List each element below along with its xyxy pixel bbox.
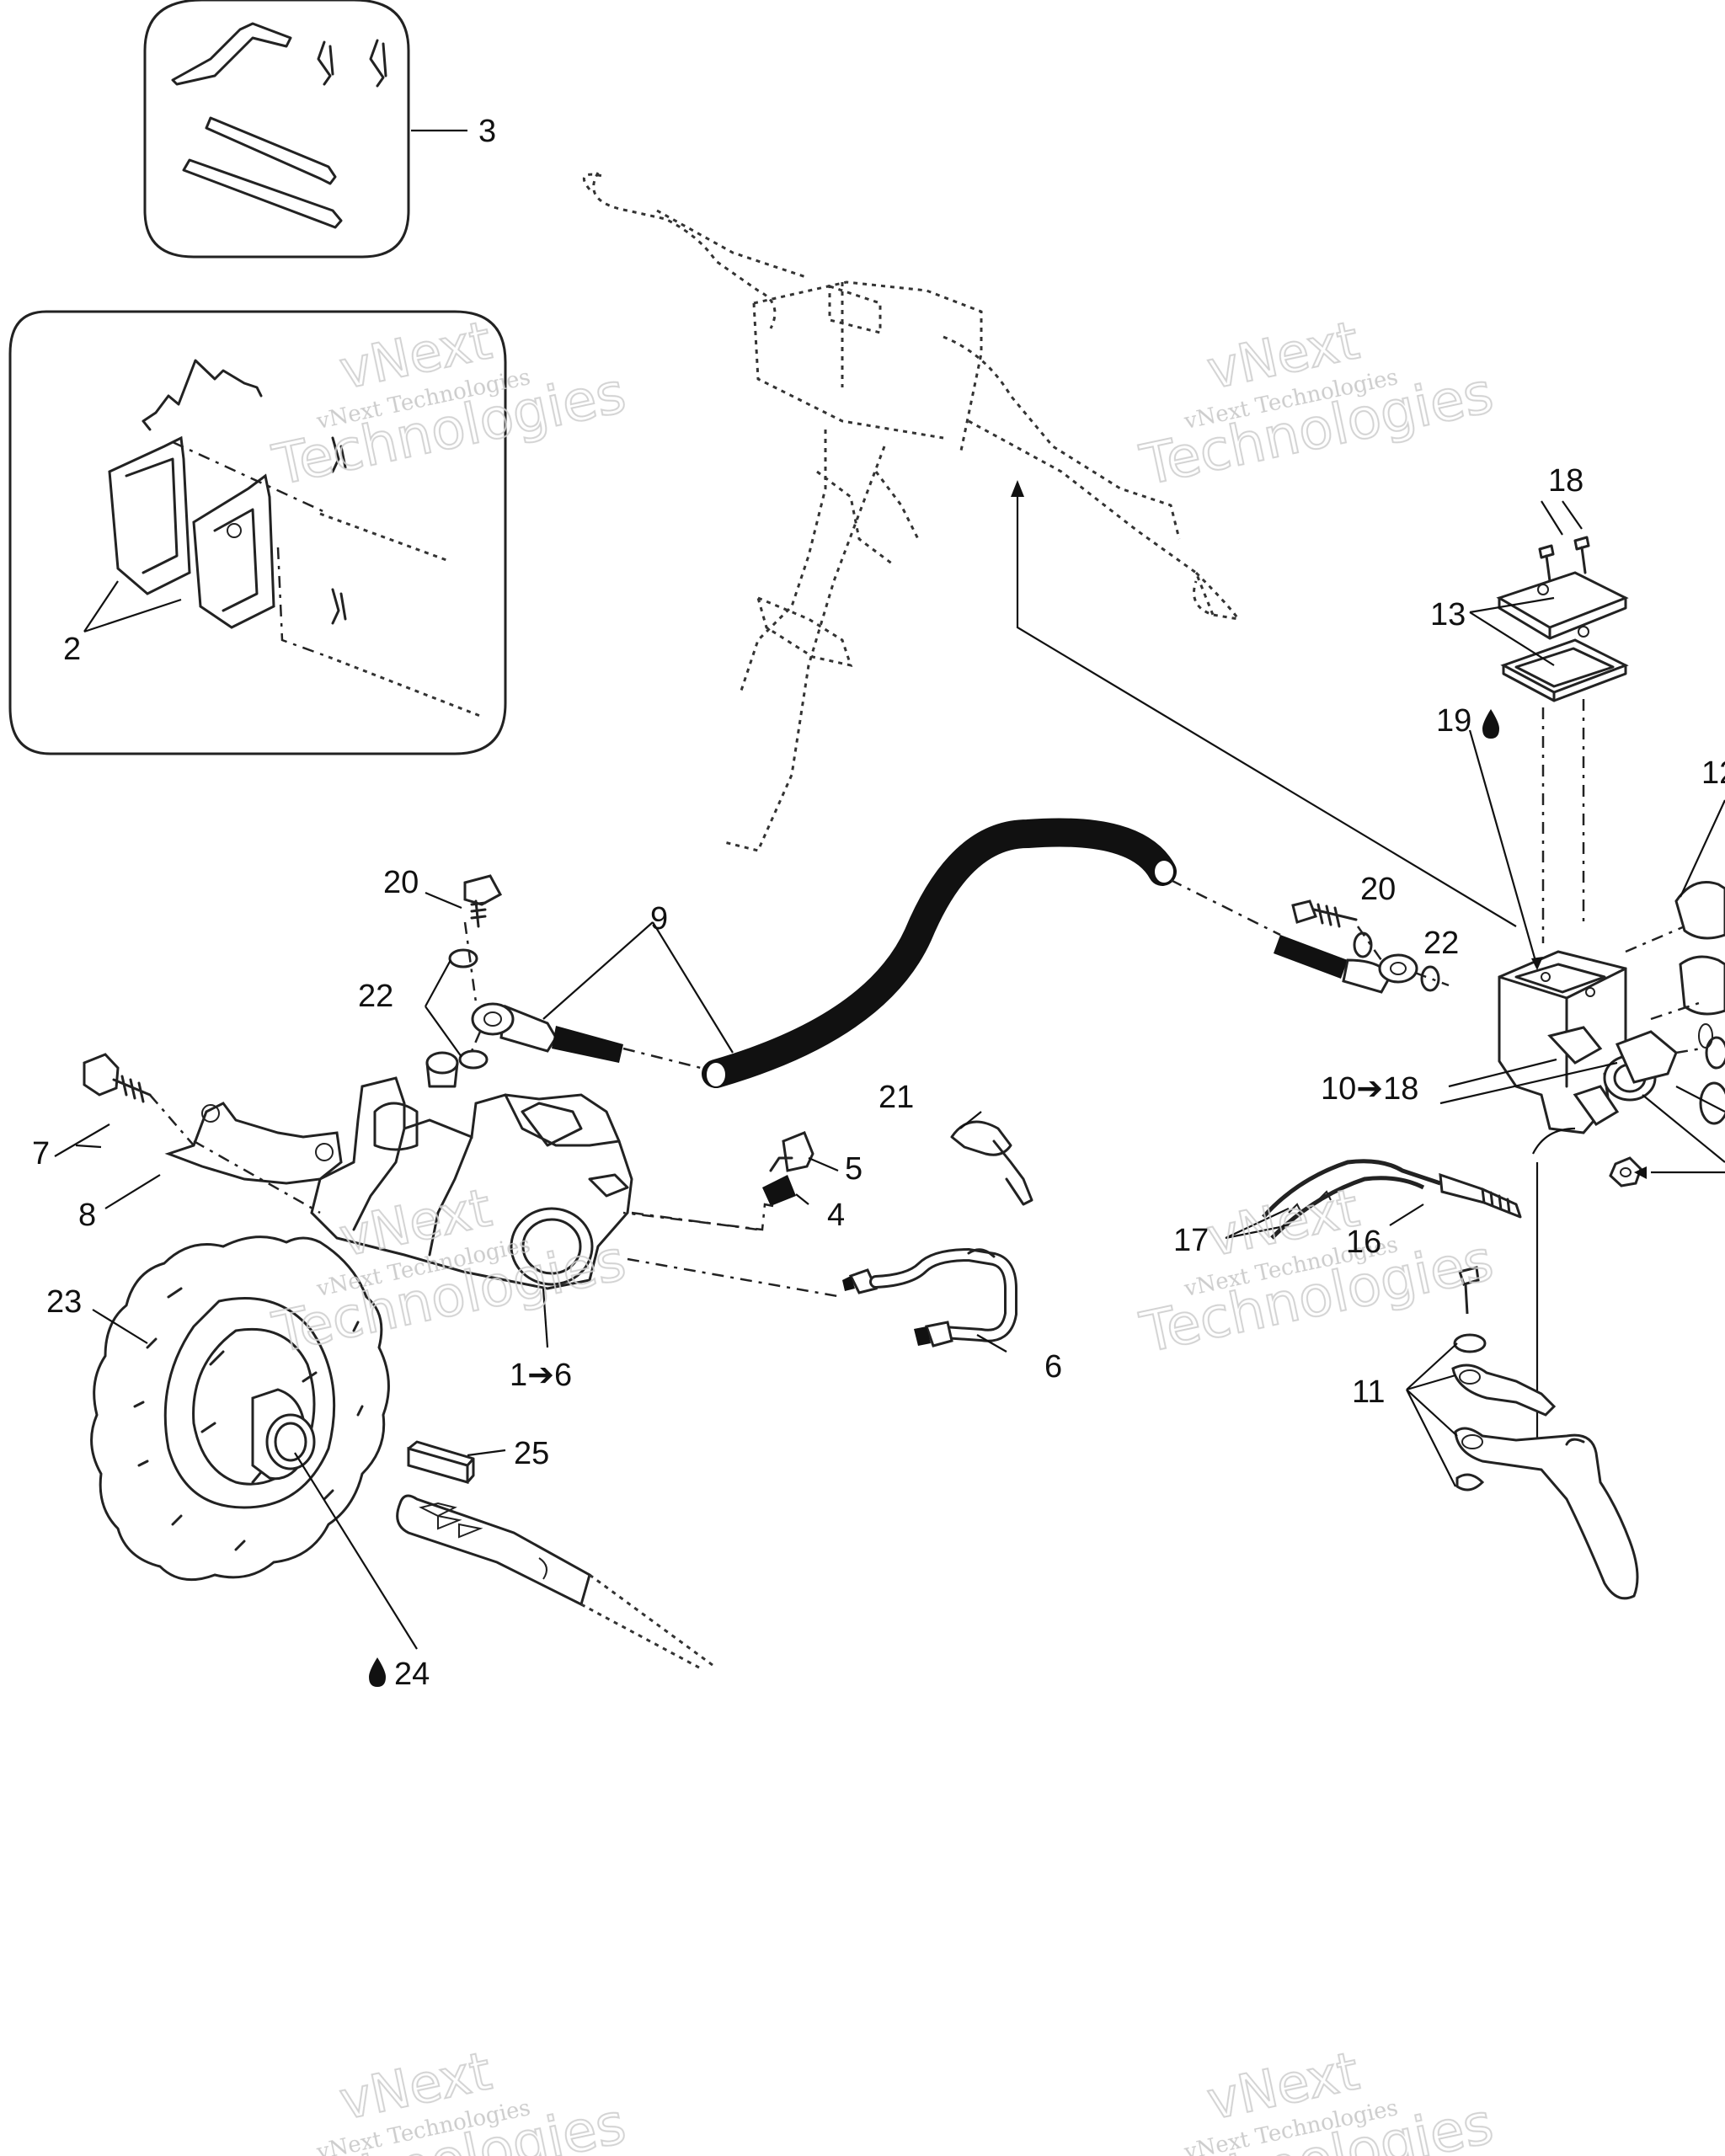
cable-tie xyxy=(950,1120,1033,1206)
callout-25: 25 xyxy=(514,1436,549,1471)
brake-disc xyxy=(90,1235,390,1582)
grease-drop-icon xyxy=(1482,709,1499,739)
brake-hose xyxy=(471,818,1418,1088)
callout-9: 9 xyxy=(650,901,668,937)
banjo-bolt-left xyxy=(463,874,503,906)
callout-2: 2 xyxy=(63,632,81,667)
callout-10-18: 10➔18 xyxy=(1321,1071,1418,1107)
callout-13: 13 xyxy=(1430,597,1466,632)
grease-drop-icon xyxy=(369,1657,386,1687)
callout-21: 21 xyxy=(879,1080,914,1115)
banjo-bolt-right xyxy=(1291,899,1317,924)
callout-8: 8 xyxy=(78,1198,96,1233)
caliper-bracket xyxy=(83,1053,343,1214)
cotter-pin-a xyxy=(317,40,334,86)
leader-lines xyxy=(54,891,1618,1650)
brake-lever xyxy=(1225,1159,1639,1600)
caliper-bolt xyxy=(83,1053,120,1097)
guide-pin-a xyxy=(205,116,337,185)
brake-pad-a xyxy=(108,435,191,595)
callout-5: 5 xyxy=(845,1151,862,1187)
callout-24: 24 xyxy=(394,1657,430,1692)
pad-spring xyxy=(142,359,263,431)
callout-18-top: 18 xyxy=(1548,463,1583,499)
callout-16: 16 xyxy=(1346,1225,1381,1260)
callout-23: 23 xyxy=(46,1284,82,1320)
callout-6: 6 xyxy=(1044,1349,1062,1385)
callout-19: 19 xyxy=(1436,703,1471,739)
handlebar-phantom xyxy=(582,172,1242,852)
callout-7: 7 xyxy=(32,1136,50,1171)
kit-box-3 xyxy=(143,0,467,259)
kit-box-2 xyxy=(8,310,507,755)
callout-17: 17 xyxy=(1173,1223,1209,1258)
banjo-bolts-and-washers xyxy=(448,874,1450,1070)
callout-22-left: 22 xyxy=(358,979,393,1014)
guide-pin-b xyxy=(182,158,343,229)
callout-22-right: 22 xyxy=(1423,926,1459,961)
callout-1-6: 1➔6 xyxy=(510,1358,572,1393)
pad-spring-clip xyxy=(171,22,292,86)
bleeder-screw xyxy=(622,1131,814,1231)
callout-11: 11 xyxy=(1352,1374,1385,1410)
key-and-axle xyxy=(396,1440,717,1669)
brake-caliper xyxy=(310,1051,843,1348)
brake-tube xyxy=(842,1247,1017,1348)
callout-20-left: 20 xyxy=(383,865,419,900)
callout-4: 4 xyxy=(827,1198,845,1233)
watermark-group: vNext vNext Technologies Technologies vN… xyxy=(266,308,1499,2156)
callout-labels: 3 2 18 13 19 12 20 20 9 22 22 10➔18 7 8 … xyxy=(32,114,1725,1692)
cotter-pin-b xyxy=(369,39,387,88)
master-cylinder xyxy=(1448,500,1725,1457)
routing-line xyxy=(1011,480,1517,927)
callout-3: 3 xyxy=(478,114,496,149)
callout-20-right: 20 xyxy=(1360,872,1396,907)
callout-12: 12 xyxy=(1701,755,1725,791)
